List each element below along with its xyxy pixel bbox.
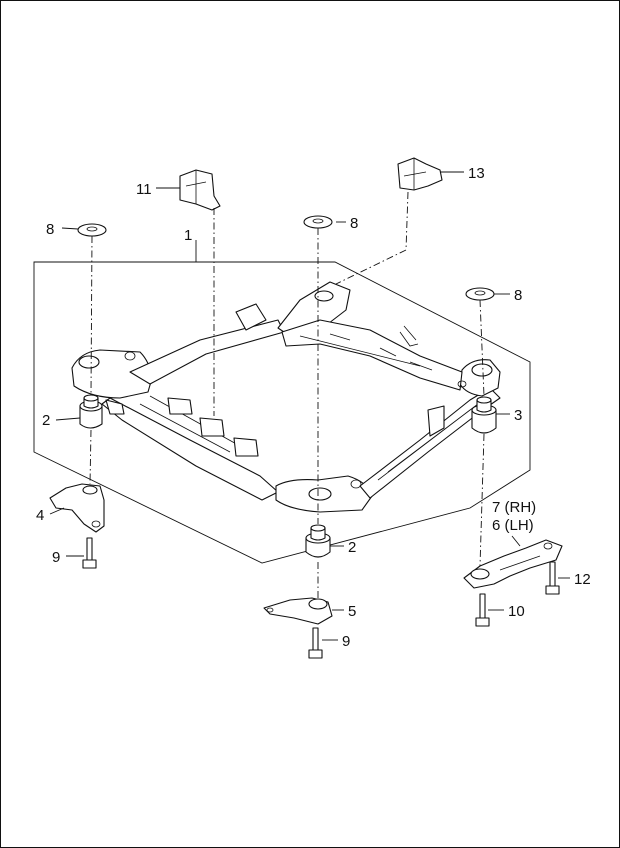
leader-lines — [49, 171, 570, 641]
callout-12: 12 — [574, 571, 591, 588]
bolt-9-left — [82, 537, 97, 569]
bushing-right — [471, 396, 497, 434]
callout-9-left: 9 — [52, 549, 60, 566]
bolt-9-center — [308, 627, 323, 659]
bushing-left — [79, 394, 103, 429]
callout-2-left: 2 — [42, 412, 50, 429]
callout-8-right: 8 — [514, 287, 522, 304]
mount-bracket-5 — [263, 597, 333, 625]
washer-center — [303, 215, 333, 229]
callout-6: 6 (LH) — [492, 517, 534, 534]
callout-9-center: 9 — [342, 633, 350, 650]
subframe — [71, 281, 501, 513]
subframe-bracket — [235, 303, 267, 331]
callout-3: 3 — [514, 407, 522, 424]
washer-left — [77, 223, 107, 237]
callout-8-center: 8 — [350, 215, 358, 232]
callout-10: 10 — [508, 603, 525, 620]
washer-right — [465, 287, 495, 301]
bracket-11 — [179, 169, 221, 211]
subframe-front-crossmember — [129, 319, 285, 385]
bolt-10 — [475, 593, 490, 627]
callout-5: 5 — [348, 603, 356, 620]
callout-11: 11 — [136, 181, 152, 198]
bracket-13 — [397, 157, 443, 191]
subframe-rear-crossmember — [281, 319, 463, 391]
callout-2-center: 2 — [348, 539, 356, 556]
callout-8-left: 8 — [46, 221, 54, 238]
callout-4: 4 — [36, 507, 44, 524]
centerlines — [89, 191, 485, 598]
callout-13: 13 — [468, 165, 485, 182]
bolt-12 — [545, 561, 560, 595]
bushing-center — [305, 524, 331, 558]
callout-1: 1 — [184, 227, 192, 244]
mount-bracket-4 — [49, 483, 105, 533]
mount-bracket-6-7 — [463, 539, 563, 589]
callout-labels: 1 2 2 3 4 5 6 (LH) 7 (RH) 8 8 8 9 9 10 1… — [36, 165, 591, 650]
assembly-boundary — [33, 261, 531, 564]
callout-7: 7 (RH) — [492, 499, 536, 516]
